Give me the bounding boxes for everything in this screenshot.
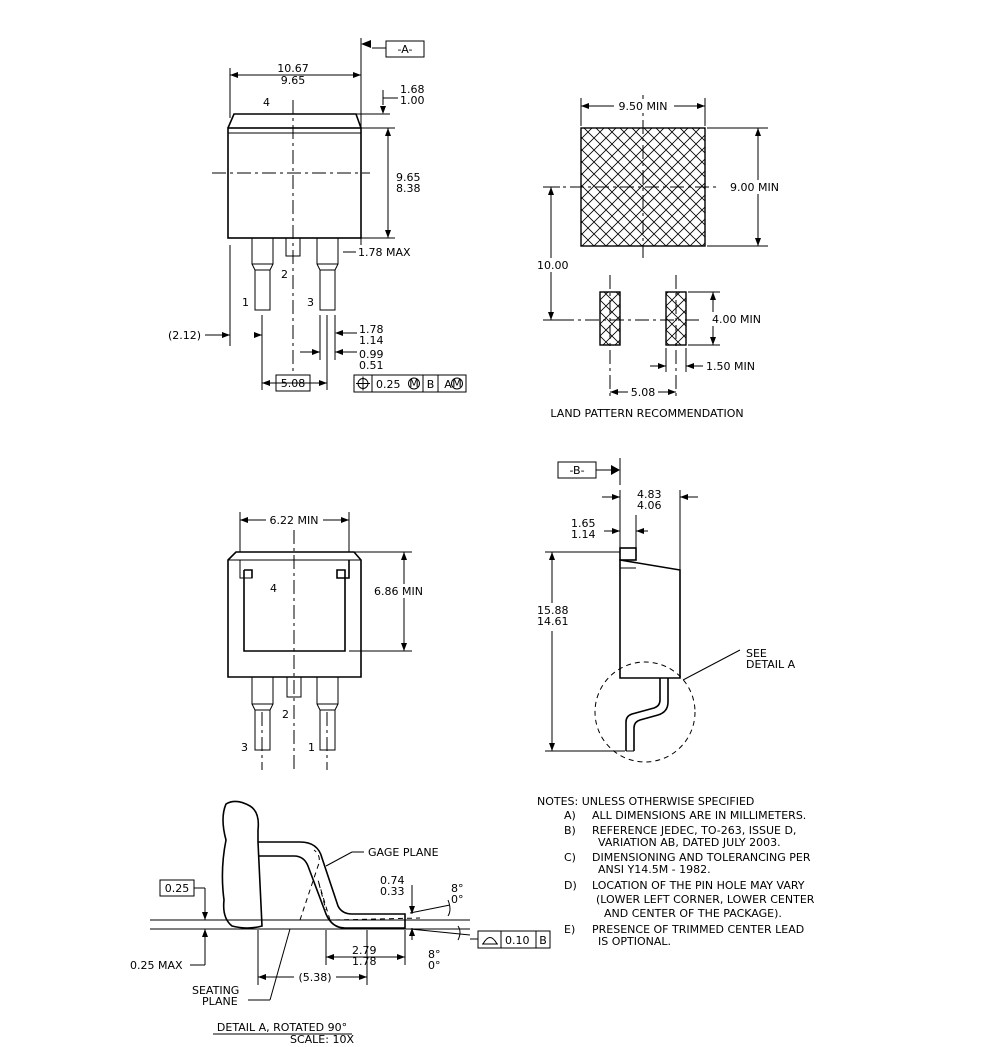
note-b-line-2: VARIATION AB, DATED JULY 2003. <box>598 836 781 849</box>
fcf-tol: 0.25 <box>376 378 401 391</box>
note-e-line-2: IS OPTIONAL. <box>598 935 671 948</box>
angle-b-min: 0° <box>428 959 441 972</box>
note-b-letter: B) <box>564 824 576 837</box>
width-max: 10.67 <box>277 62 309 75</box>
max-025-label: 0.25 MAX <box>130 959 183 972</box>
flatness-tolerance-frame: 0.10 B <box>477 930 551 949</box>
note-d-line-1: LOCATION OF THE PIN HOLE MAY VARY <box>592 879 805 892</box>
tab-min: 1.00 <box>400 94 425 107</box>
angle-a-max: 8° <box>451 882 464 895</box>
width-min: 9.65 <box>281 74 306 87</box>
detail-title: DETAIL A, ROTATED 90° <box>217 1021 347 1034</box>
side-view: -B- 4.83 4.06 1.65 1.14 15.88 14.61 <box>536 458 796 763</box>
note-c-line-1: DIMENSIONING AND TOLERANCING PER <box>592 851 811 864</box>
angle-b-max: 8° <box>428 948 441 961</box>
height-max: 4.83 <box>637 488 662 501</box>
note-c-letter: C) <box>564 851 576 864</box>
note-e-letter: E) <box>564 923 575 936</box>
lead-stub: 1.78 MAX <box>358 246 411 259</box>
detail-a-circle <box>594 661 696 763</box>
notes-header: NOTES: UNLESS OTHERWISE SPECIFIED <box>537 795 754 808</box>
see-detail-2: DETAIL A <box>746 658 796 671</box>
fcf-datum2: A <box>444 378 452 391</box>
bottom-lead-1-label: 1 <box>308 741 315 754</box>
body-max: 9.65 <box>396 171 421 184</box>
land-pattern-title: LAND PATTERN RECOMMENDATION <box>550 407 743 420</box>
pin-ref: (2.12) <box>168 329 201 342</box>
profile-icon <box>482 937 498 945</box>
land-pattern: 9.50 MIN 9.00 MIN 10.00 4.00 MIN <box>537 95 789 420</box>
notes: NOTES: UNLESS OTHERWISE SPECIFIED A) ALL… <box>537 795 815 948</box>
tab-max: 1.68 <box>400 83 425 96</box>
lead-len-max: 1.78 <box>359 323 384 336</box>
land-pitch: 5.08 <box>631 386 656 399</box>
small-pad-width: 1.50 MIN <box>706 360 755 373</box>
small-pad-height: 4.00 MIN <box>712 313 761 326</box>
lead-w-max: 0.99 <box>359 348 384 361</box>
fcf-datum1: B <box>427 378 435 391</box>
lead-2-label: 2 <box>281 268 288 281</box>
gage-ref-value: 0.25 <box>165 882 190 895</box>
pad-height: 9.00 MIN <box>730 181 779 194</box>
note-d-line-3: AND CENTER OF THE PACKAGE). <box>604 907 782 920</box>
bottom-lead-3-label: 3 <box>241 741 248 754</box>
note-a-letter: A) <box>564 809 576 822</box>
fcf-datum2-mod: M <box>452 377 462 390</box>
tab-width: 6.22 MIN <box>270 514 319 527</box>
lead-1-label: 1 <box>242 296 249 309</box>
detail-scale: SCALE: 10X <box>290 1033 354 1046</box>
tab-height: 6.86 MIN <box>374 585 423 598</box>
flat-tol: 0.10 <box>505 934 530 947</box>
pad-width: 9.50 MIN <box>619 100 668 113</box>
foot-min: 1.78 <box>352 955 377 968</box>
note-b-line-1: REFERENCE JEDEC, TO-263, ISSUE D, <box>592 824 796 837</box>
seating-label-2: PLANE <box>202 995 238 1008</box>
detail-a: 0.25 GAGE PLANE 0.74 0.33 8° 0° 8° 0° <box>130 800 551 1046</box>
thick-max: 1.65 <box>571 517 596 530</box>
length-min: 14.61 <box>537 615 569 628</box>
lead-len-min: 1.14 <box>359 334 384 347</box>
note-a-line-1: ALL DIMENSIONS ARE IN MILLIMETERS. <box>592 809 806 822</box>
body-min: 8.38 <box>396 182 421 195</box>
see-detail-1: SEE <box>746 647 767 660</box>
tab-pin-label: 4 <box>263 96 270 109</box>
note-c-line-2: ANSI Y14.5M - 1982. <box>598 863 711 876</box>
pitch-value: 5.08 <box>281 377 306 390</box>
ref-length: (5.38) <box>298 971 331 984</box>
top-view: -A- 10.67 9.65 4 1.68 1.00 9.65 8.38 <box>168 38 467 393</box>
bottom-lead-2-label: 2 <box>282 708 289 721</box>
thick-min: 1.14 <box>571 528 596 541</box>
datum-b-label: -B- <box>569 464 584 477</box>
gage-plane-label: GAGE PLANE <box>368 846 439 859</box>
position-tolerance-frame: 0.25 M B A M <box>353 374 467 393</box>
lead-3-label: 3 <box>307 296 314 309</box>
height-min: 4.06 <box>637 499 662 512</box>
lead-thick-max: 0.74 <box>380 874 405 887</box>
note-d-letter: D) <box>564 879 577 892</box>
fcf-mod: M <box>409 377 419 390</box>
foot-max: 2.79 <box>352 944 377 957</box>
span-value: 10.00 <box>537 259 569 272</box>
bottom-view: 4 6.22 MIN 6.86 MIN 2 3 1 <box>227 512 434 770</box>
lead-w-min: 0.51 <box>359 359 384 372</box>
note-d-line-2: (LOWER LEFT CORNER, LOWER CENTER <box>596 893 815 906</box>
lead-thick-min: 0.33 <box>380 885 405 898</box>
bottom-tab-label: 4 <box>270 582 277 595</box>
angle-a-min: 0° <box>451 893 464 906</box>
seating-label-1: SEATING <box>192 984 239 997</box>
length-max: 15.88 <box>537 604 569 617</box>
flat-datum: B <box>539 934 547 947</box>
note-e-line-1: PRESENCE OF TRIMMED CENTER LEAD <box>592 923 804 936</box>
datum-a-label: -A- <box>398 43 413 56</box>
